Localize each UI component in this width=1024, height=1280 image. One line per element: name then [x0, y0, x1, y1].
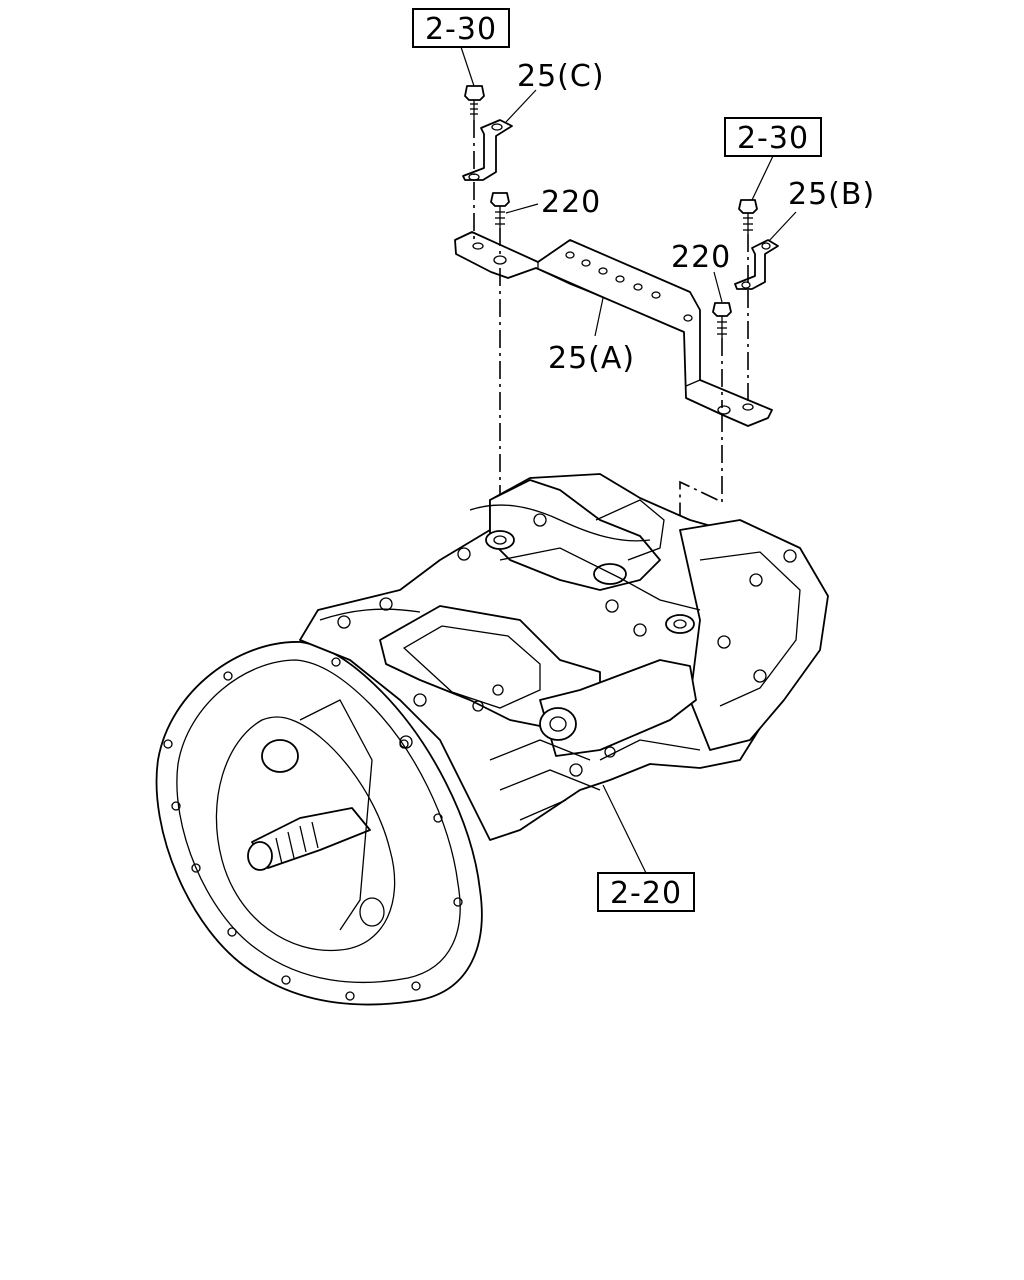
bracket-25b-icon: [734, 239, 779, 290]
callout-label: 2-30: [737, 121, 809, 156]
actuator: [539, 659, 697, 757]
label-bolt-220-left: 220: [541, 185, 601, 220]
bolt-right-icon: [738, 199, 758, 234]
bracket-25a-icon: [454, 231, 773, 427]
bolt-icon: [464, 85, 485, 120]
label-bolt-220-right: 220: [671, 240, 731, 275]
leader-lines: [460, 46, 797, 874]
rear-housing: [679, 519, 829, 751]
label-bracket-25b: 25(B): [788, 177, 875, 212]
callout-label: 2-30: [425, 12, 497, 47]
mount-boss-right: [665, 614, 695, 634]
callout-label: 2-20: [610, 876, 682, 911]
label-bracket-25c: 25(C): [517, 59, 605, 94]
label-bracket-25a: 25(A): [548, 341, 635, 376]
callout-2-30-top-left[interactable]: 2-30: [412, 8, 510, 48]
mount-boss-left: [485, 530, 515, 550]
transmission-assembly: [155, 473, 829, 1006]
callout-2-30-top-right[interactable]: 2-30: [724, 117, 822, 157]
bolt-220-left-icon: [490, 192, 510, 228]
callout-2-20-bottom[interactable]: 2-20: [597, 872, 695, 912]
bracket-25c-icon: [462, 119, 513, 181]
bolt-220-right-icon: [712, 302, 732, 338]
input-shaft: [251, 807, 371, 869]
valve-body: [489, 479, 661, 591]
